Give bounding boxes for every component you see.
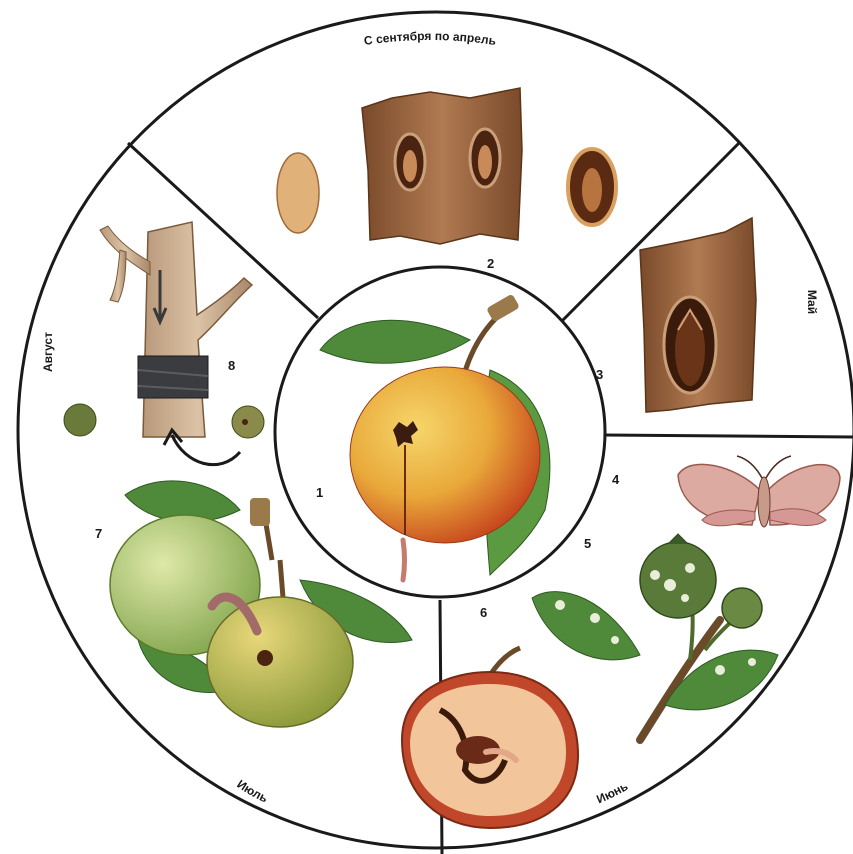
stage-3-pupa-in-bark bbox=[640, 218, 756, 412]
stage-label-2: 2 bbox=[487, 256, 494, 271]
stage-label-8: 8 bbox=[228, 358, 235, 373]
stage-label-7: 7 bbox=[95, 526, 102, 541]
divider-right bbox=[604, 435, 853, 437]
stage-label-1: 1 bbox=[316, 485, 323, 500]
cocoon bbox=[277, 153, 319, 233]
month-label-right: Май bbox=[805, 290, 819, 314]
stage-label-4: 4 bbox=[612, 472, 620, 487]
stage-label-3: 3 bbox=[596, 367, 603, 382]
stage-label-5: 5 bbox=[584, 536, 591, 551]
trap-band bbox=[138, 356, 208, 398]
month-label-left: Август bbox=[41, 332, 55, 372]
stage-label-6: 6 bbox=[480, 605, 487, 620]
